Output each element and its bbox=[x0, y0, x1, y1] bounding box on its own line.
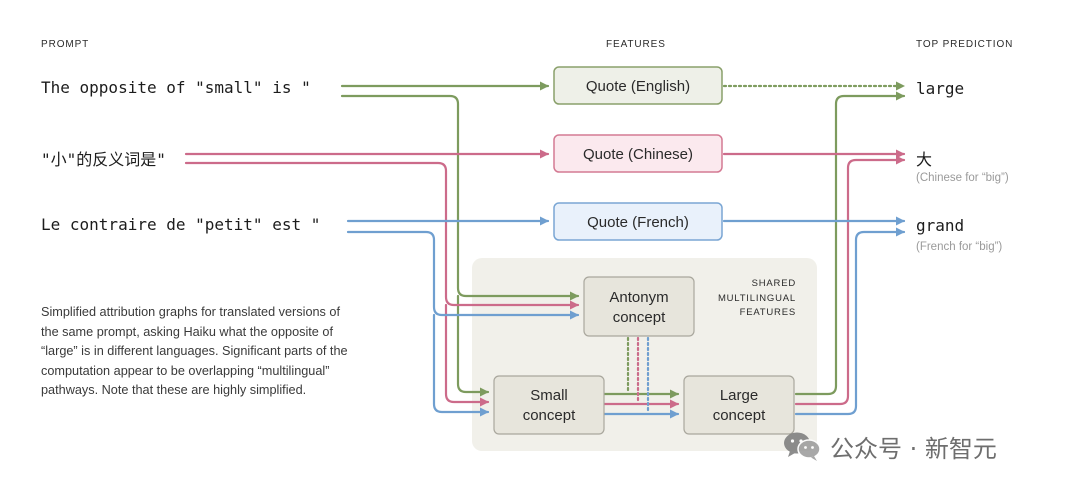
antonym-concept-node bbox=[583, 276, 695, 337]
small-label-1: Small bbox=[530, 387, 568, 404]
edge-fr-small bbox=[432, 313, 490, 417]
prediction-french: grand bbox=[916, 216, 965, 235]
watermark-text: 公众号 · 新智元 bbox=[830, 434, 997, 463]
feature-box-french bbox=[553, 202, 723, 241]
antonym-label-1: Antonym bbox=[609, 289, 668, 306]
large-label-2: concept bbox=[713, 407, 766, 424]
edge-en-down bbox=[340, 94, 580, 301]
prediction-chinese-note: (Chinese for “big”) bbox=[916, 172, 1009, 184]
top-prediction-header: TOP PREDICTION bbox=[916, 39, 1014, 50]
prediction-chinese: 大 bbox=[916, 150, 933, 169]
feature-box-english bbox=[553, 66, 723, 105]
edge-zh-small bbox=[444, 303, 490, 407]
shared-features-label: SHARED MULTILINGUAL FEATURES bbox=[717, 278, 796, 318]
wechat-icon bbox=[784, 432, 821, 461]
small-concept-node bbox=[493, 375, 605, 435]
edge-fr-large-out bbox=[794, 227, 906, 416]
antonym-label-2: concept bbox=[613, 309, 666, 326]
edge-en-large-out bbox=[794, 91, 906, 396]
feature-box-chinese bbox=[553, 134, 723, 173]
edge-zh-down bbox=[184, 161, 580, 310]
edge-en-small bbox=[456, 294, 490, 397]
edge-zh-large-out bbox=[794, 155, 906, 406]
edge-fr-down bbox=[346, 230, 580, 320]
watermark: 公众号 · 新智元 bbox=[782, 428, 997, 464]
large-label-1: Large bbox=[720, 387, 758, 404]
prediction-english: large bbox=[916, 79, 965, 98]
small-label-2: concept bbox=[523, 407, 576, 424]
prompt-header: PROMPT bbox=[41, 39, 90, 50]
feature-label-english: Quote (English) bbox=[586, 78, 690, 95]
prompt-english: The opposite of "small" is " bbox=[41, 78, 311, 97]
feature-label-chinese: Quote (Chinese) bbox=[583, 146, 693, 163]
prompt-french: Le contraire de "petit" est " bbox=[41, 215, 321, 234]
prediction-french-note: (French for “big”) bbox=[916, 241, 1003, 253]
feature-label-french: Quote (French) bbox=[587, 214, 689, 231]
features-header: FEATURES bbox=[606, 39, 666, 50]
large-concept-node bbox=[683, 375, 795, 435]
figure-caption: Simplified attribution graphs for transl… bbox=[41, 305, 348, 398]
prompt-chinese: "小"的反义词是" bbox=[41, 150, 166, 169]
